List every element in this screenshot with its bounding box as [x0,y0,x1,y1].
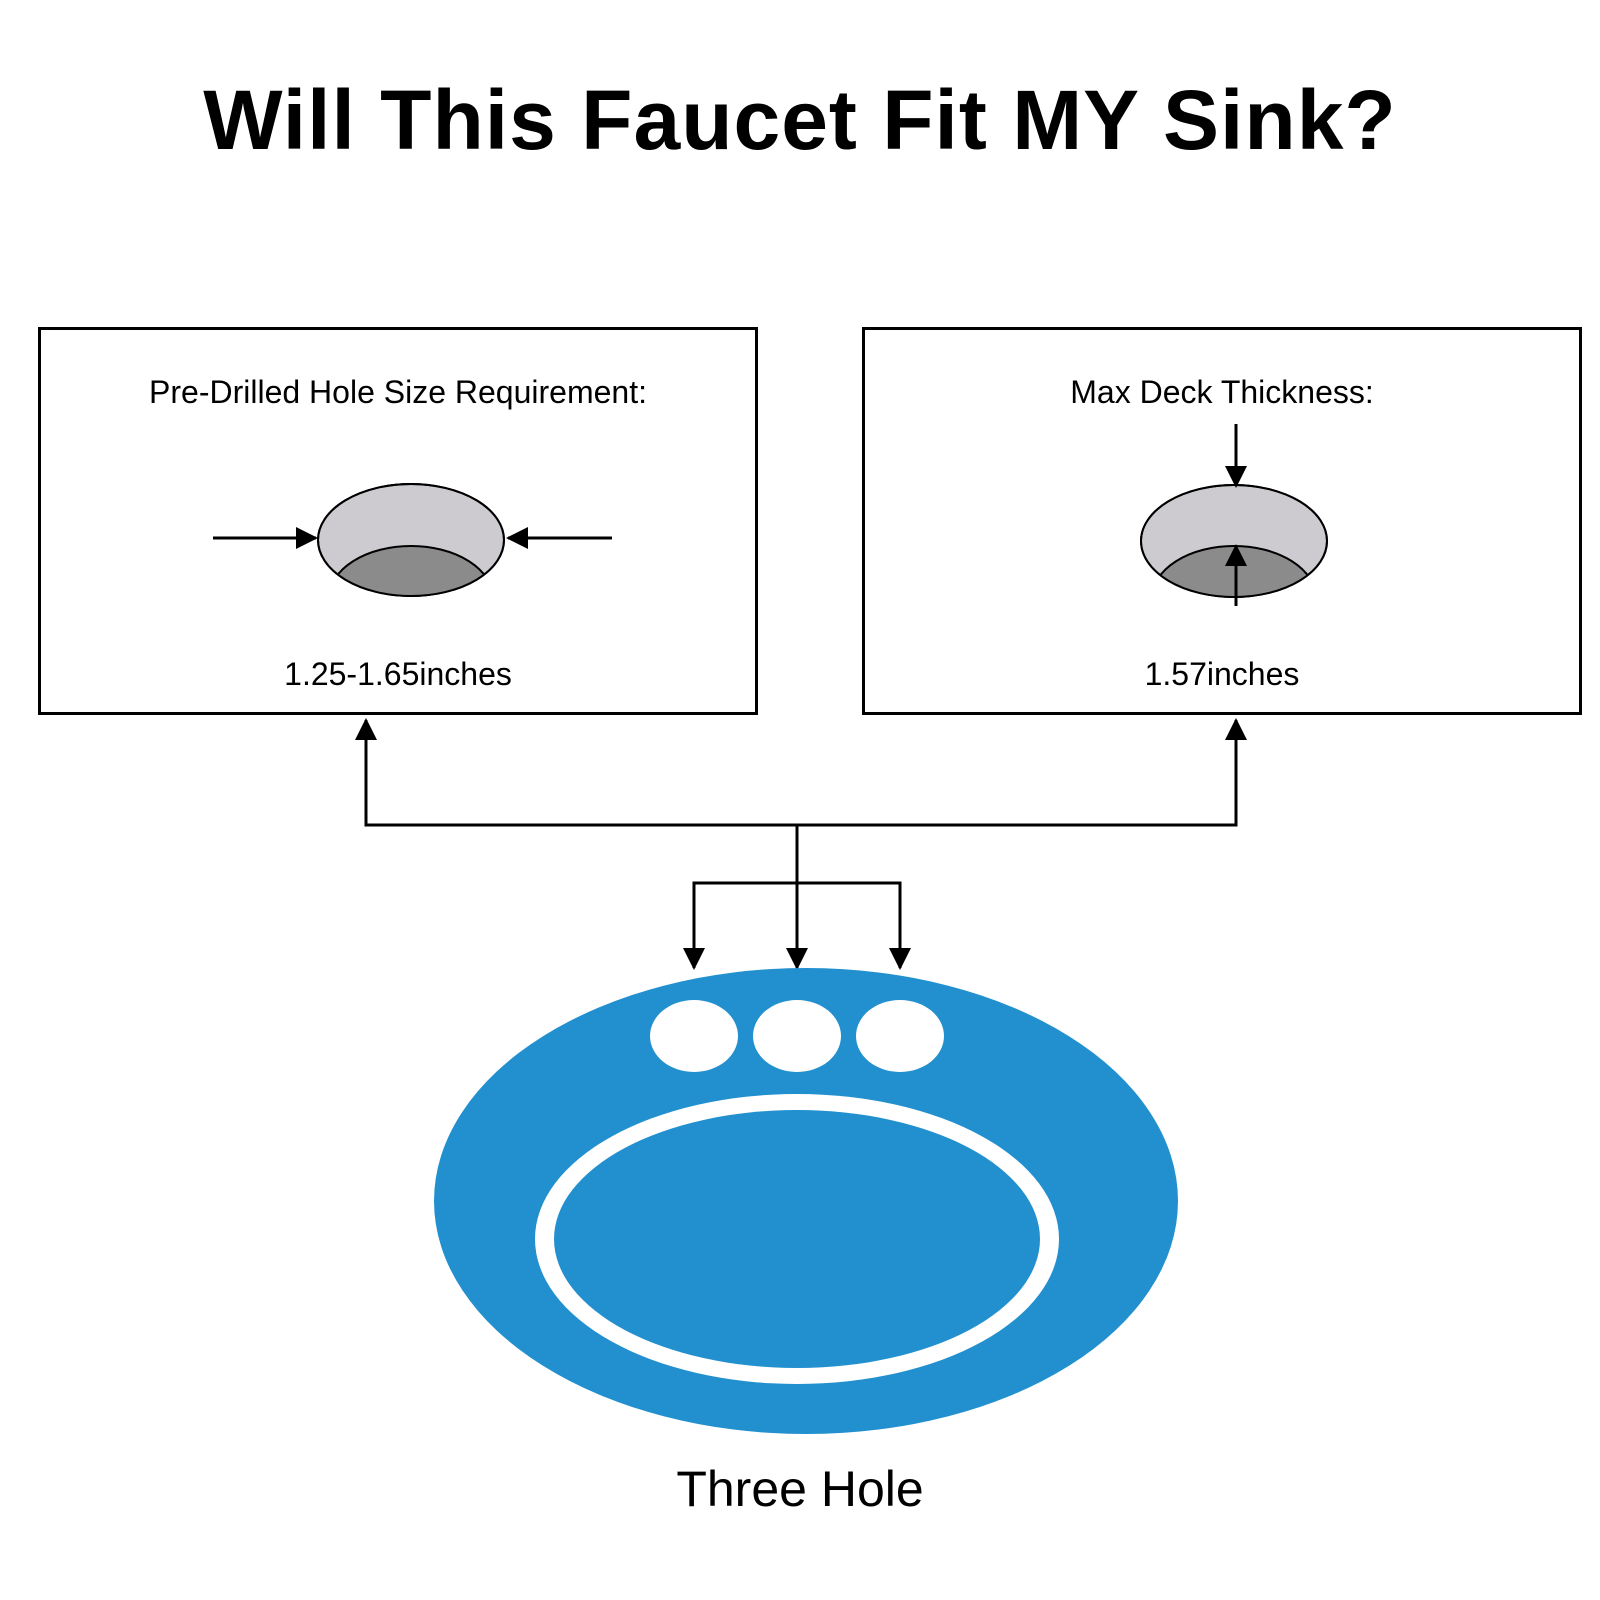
hole-size-illustration-icon [213,483,612,597]
faucet-hole-right [856,1000,944,1072]
sink-basin [554,1110,1040,1368]
hole-size-value: 1.25-1.65inches [284,656,512,692]
deck-thickness-value: 1.57inches [1144,656,1300,692]
sink-icon [434,968,1178,1434]
faucet-hole-center [753,1000,841,1072]
faucet-hole-left [650,1000,738,1072]
connector-to-hole-size-box [355,718,797,827]
page-title: Will This Faucet Fit MY Sink? [203,73,1397,167]
deck-thickness-heading: Max Deck Thickness: [1070,374,1374,410]
connector-to-deck-box [797,718,1247,827]
deck-thickness-illustration-icon [1140,424,1328,606]
connector-to-right-hole [797,881,911,970]
hole-size-heading: Pre-Drilled Hole Size Requirement: [149,374,647,410]
connector-lines [355,718,1247,970]
sink-type-label: Three Hole [676,1461,924,1517]
connector-to-left-hole [683,881,797,970]
hole-inner-surface [328,545,494,596]
